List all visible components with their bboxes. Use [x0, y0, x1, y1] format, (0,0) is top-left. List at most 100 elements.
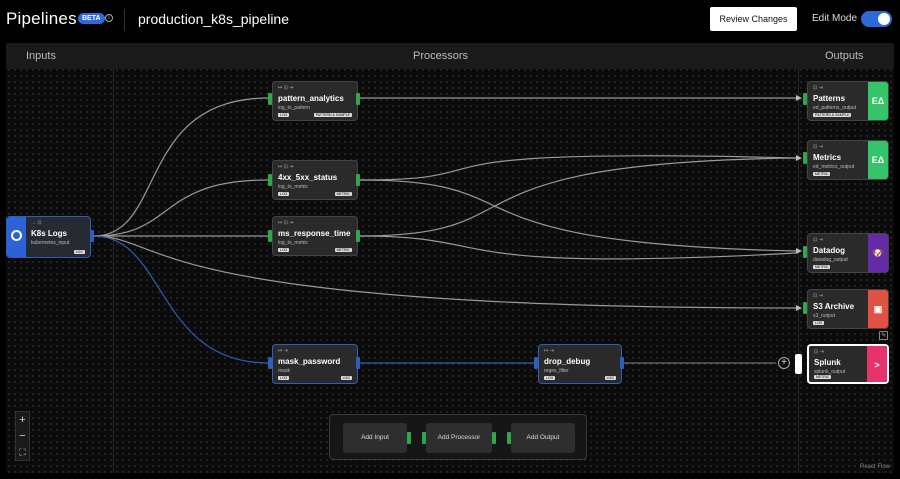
review-changes-button[interactable]: Review Changes [710, 7, 797, 31]
pipeline-edges [93, 95, 802, 364]
aws-s3-icon: ▣ [868, 290, 888, 328]
input-handle[interactable] [803, 246, 807, 258]
node-icons: ↦ ⊡ ⇥ [278, 85, 294, 91]
node-icons: ⊡ ⇥ [813, 144, 823, 150]
pipeline-name: production_k8s_pipeline [138, 11, 289, 27]
node-icons: ⊡ ⇥ [813, 85, 823, 91]
input-handle [422, 432, 426, 444]
edit-icon[interactable]: ✎ [879, 331, 888, 340]
processor-node-drop-debug[interactable]: ↦ ⇥ drop_debug regex_filter LOG LOG [538, 344, 622, 384]
header-divider [124, 9, 125, 31]
node-tag: LOG [544, 376, 556, 380]
node-tag: METRIC [814, 375, 832, 379]
add-output-button[interactable]: Add Output [511, 423, 575, 453]
processor-node-pattern-analytics[interactable]: ↦ ⊡ ⇥ pattern_analytics log_to_pattern L… [272, 81, 358, 121]
node-tag: LOG [278, 248, 290, 252]
edit-mode-toggle[interactable] [861, 11, 892, 27]
add-node-panel: Add Input Add Processor Add Output [329, 414, 587, 460]
app-title: Pipelines [6, 9, 77, 28]
edge-delta-icon: EΔ [868, 82, 888, 120]
pipeline-canvas[interactable]: Inputs Processors Outputs [6, 43, 894, 473]
output-handle [492, 432, 496, 444]
node-subtitle: datadog_output [813, 257, 848, 263]
input-handle[interactable] [268, 174, 272, 186]
beta-badge: BETA [78, 13, 105, 24]
node-subtitle: mask [278, 368, 290, 374]
input-handle[interactable] [803, 93, 807, 105]
edge-k8s-to-pattern-analytics [93, 97, 269, 237]
processor-node-mask-password[interactable]: ↦ ⇥ mask_password mask LOG LOG [272, 344, 358, 384]
column-header-inputs: Inputs [26, 50, 56, 62]
add-processor-button[interactable]: Add Processor [426, 423, 492, 453]
edge-4xx-to-metrics [359, 155, 797, 181]
node-subtitle: kubernetes_input [31, 240, 70, 246]
output-handle [407, 432, 411, 444]
output-handle[interactable] [90, 230, 94, 242]
input-handle-selected[interactable] [795, 354, 802, 374]
output-handle[interactable] [620, 357, 624, 369]
column-headers: Inputs Processors Outputs [6, 43, 894, 69]
node-subtitle: s3_output [813, 313, 835, 319]
splunk-icon: > [867, 346, 887, 382]
zoom-out-button[interactable]: − [19, 430, 26, 442]
processor-node-4xx-5xx-status[interactable]: ↦ ⊡ ⇥ 4xx_5xx_status log_to_metric LOG M… [272, 160, 358, 200]
node-title: K8s Logs [31, 229, 68, 238]
node-subtitle: ed_patterns_output [813, 105, 857, 111]
edge-ms-to-metrics [359, 157, 797, 237]
output-node-metrics[interactable]: ⊡ ⇥ Metrics ed_metrics_output METRIC EΔ [807, 140, 889, 180]
input-handle[interactable] [534, 357, 538, 369]
node-title: ms_response_time [278, 229, 351, 238]
output-node-splunk[interactable]: ⊡ ⇥ Splunk splunk_output METRIC > [807, 344, 889, 384]
node-title: Splunk [814, 358, 841, 367]
output-node-s3-archive[interactable]: ⊡ ⇥ S3 Archive s3_output LOG ▣ [807, 289, 889, 329]
input-handle[interactable] [268, 357, 272, 369]
input-handle[interactable] [803, 302, 807, 314]
zoom-in-button[interactable]: + [19, 414, 26, 426]
node-title: drop_debug [544, 357, 591, 366]
add-input-button[interactable]: Add Input [343, 423, 407, 453]
output-handle[interactable] [356, 174, 360, 186]
node-icons: ↦ ⇥ [544, 348, 554, 354]
node-tag: METRIC [813, 265, 831, 269]
node-tag: PATTERN & SAMPLE [813, 113, 852, 117]
node-title: S3 Archive [813, 302, 855, 311]
input-handle[interactable] [268, 230, 272, 242]
react-flow-attribution[interactable]: React Flow [859, 464, 890, 470]
node-tag: LOG [73, 250, 85, 254]
output-handle[interactable] [356, 93, 360, 105]
node-title: Metrics [813, 153, 842, 162]
column-header-outputs: Outputs [825, 50, 864, 62]
info-icon[interactable]: i [105, 14, 113, 22]
node-tag: LOG [278, 376, 290, 380]
zoom-controls: + − ⛶ [15, 411, 30, 461]
edge-k8s-to-s3-archive [93, 235, 797, 309]
node-icons: ↦ ⇥ [278, 348, 288, 354]
node-icons: ⊡ ⇥ [813, 293, 823, 299]
top-bar: Pipelines BETA i production_k8s_pipeline… [0, 0, 900, 40]
input-node-k8s-logs[interactable]: → ⊡ K8s Logs kubernetes_input LOG [6, 216, 91, 258]
input-handle[interactable] [268, 93, 272, 105]
node-icons: → ⊡ [31, 220, 42, 226]
edge-arrowheads [796, 95, 802, 311]
processor-node-ms-response-time[interactable]: ↦ ⊡ ⇥ ms_response_time log_to_metric LOG… [272, 216, 358, 256]
node-tag: METRIC [813, 172, 831, 176]
fit-view-button[interactable]: ⛶ [19, 447, 26, 457]
node-title: Datadog [813, 246, 845, 255]
input-handle [507, 432, 511, 444]
node-tag: LOG [340, 376, 352, 380]
node-tag: LOG [604, 376, 616, 380]
output-node-datadog[interactable]: ⊡ ⇥ Datadog datadog_output METRIC 🐶 [807, 233, 889, 273]
edge-ms-to-datadog [359, 235, 797, 260]
output-node-patterns[interactable]: ⊡ ⇥ Patterns ed_patterns_output PATTERN … [807, 81, 889, 121]
node-title: Patterns [813, 94, 846, 103]
node-subtitle: regex_filter [544, 368, 569, 374]
input-handle[interactable] [803, 152, 807, 164]
add-connection-icon[interactable]: + [778, 357, 790, 369]
column-header-processors: Processors [413, 50, 469, 62]
node-icons: ⊡ ⇥ [813, 237, 823, 243]
node-icons: ↦ ⊡ ⇥ [278, 220, 294, 226]
column-divider [113, 69, 114, 473]
column-divider [798, 69, 799, 473]
output-handle[interactable] [356, 357, 360, 369]
output-handle[interactable] [356, 230, 360, 242]
